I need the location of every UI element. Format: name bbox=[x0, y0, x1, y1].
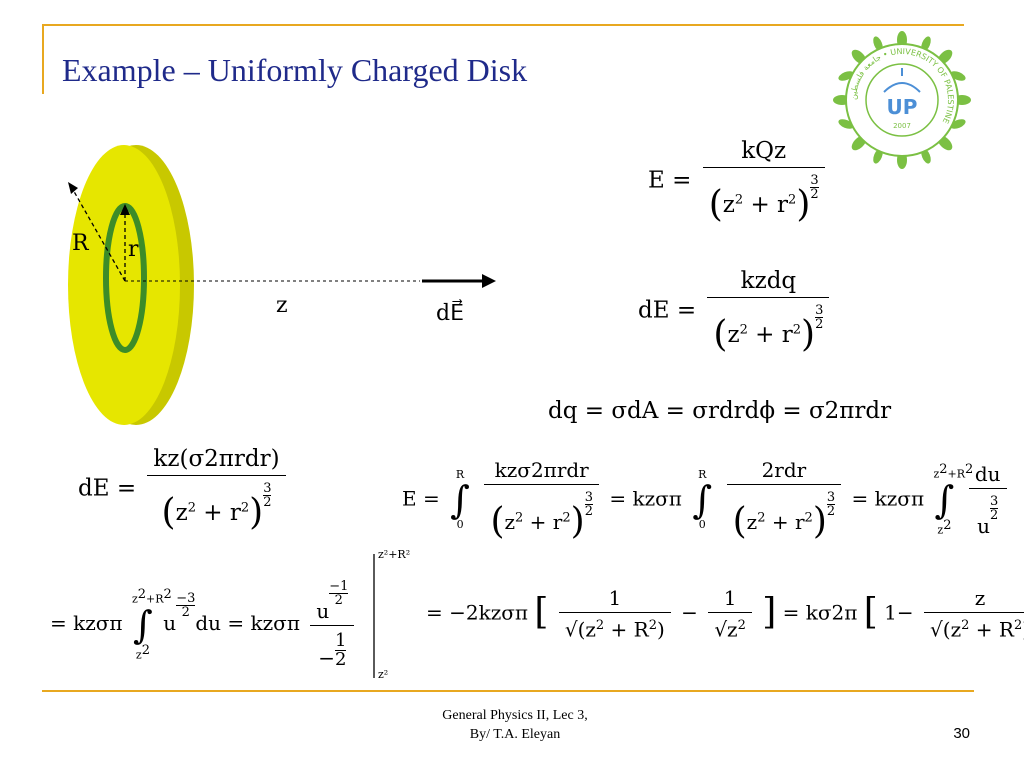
label-dE: dE⃗ bbox=[436, 299, 464, 326]
integral-sign: R∫0 bbox=[450, 467, 470, 531]
logo-center-text: UP bbox=[887, 95, 918, 119]
charged-disk-diagram: R r z dE⃗ bbox=[68, 145, 496, 425]
integral-sign: R∫0 bbox=[692, 467, 713, 531]
disk-face bbox=[68, 145, 180, 425]
equation-E-result: = −2kzσπ [ 1 √(z2 + R2) − 1 √z2 ] = kσ2π… bbox=[426, 588, 1024, 640]
frame-left-rule bbox=[42, 24, 44, 94]
footer-course-info: General Physics II, Lec 3, By/ T.A. Eley… bbox=[400, 706, 630, 744]
evaluation-bar: z²+R² z² bbox=[373, 548, 410, 681]
frame-bottom-rule bbox=[42, 690, 974, 692]
label-r: r bbox=[128, 237, 139, 262]
dE-vector-arrowhead bbox=[482, 274, 496, 288]
equation-dq: dq = σdA = σrdrdϕ = σ2πrdr bbox=[548, 398, 892, 424]
footer-course-line1: General Physics II, Lec 3, bbox=[442, 708, 588, 723]
radius-R-arrowhead bbox=[68, 182, 78, 194]
slide-page-number: 30 bbox=[953, 725, 970, 742]
integral-sign: z2+R2∫z2 bbox=[131, 586, 172, 662]
logo-year: 2007 bbox=[893, 122, 911, 130]
radius-r-arrowhead bbox=[120, 204, 130, 215]
footer-course-line2: By/ T.A. Eleyan bbox=[469, 727, 561, 742]
slide-title: Example – Uniformly Charged Disk bbox=[62, 52, 528, 88]
svg-text:z²: z² bbox=[378, 668, 388, 681]
radius-R-line bbox=[71, 187, 126, 282]
frame-top-rule bbox=[42, 24, 964, 26]
dome-icon bbox=[883, 82, 921, 93]
svg-text:z²+R²: z²+R² bbox=[378, 548, 410, 561]
label-R: R bbox=[72, 231, 90, 256]
integral-sign: z2+R2∫z2 bbox=[933, 462, 974, 537]
label-z: z bbox=[276, 293, 288, 318]
university-logo: جامعة فلسطين • UNIVERSITY OF PALESTINE U… bbox=[833, 31, 971, 169]
